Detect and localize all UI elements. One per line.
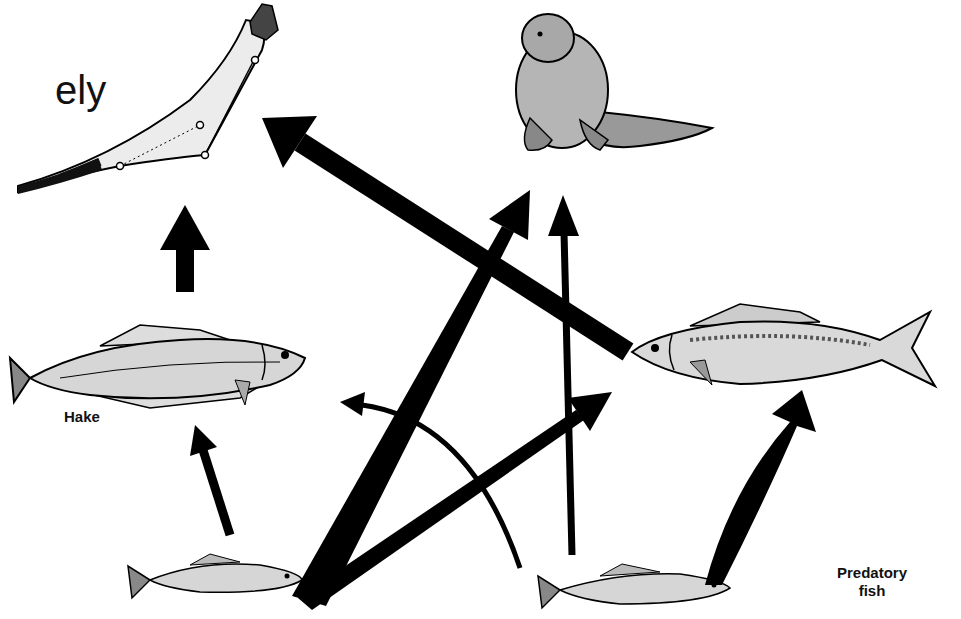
slide-fragment-text: ely — [55, 66, 106, 114]
species-label: Hake — [64, 408, 100, 426]
predatory-fish — [632, 304, 935, 386]
hake-fish — [10, 325, 305, 408]
trawl-net — [18, 4, 278, 194]
species-label: Predatory fish — [826, 564, 918, 600]
seal — [516, 14, 712, 150]
small-fish — [538, 564, 730, 608]
feeding-arrows — [160, 116, 816, 610]
small-fish — [128, 554, 302, 598]
